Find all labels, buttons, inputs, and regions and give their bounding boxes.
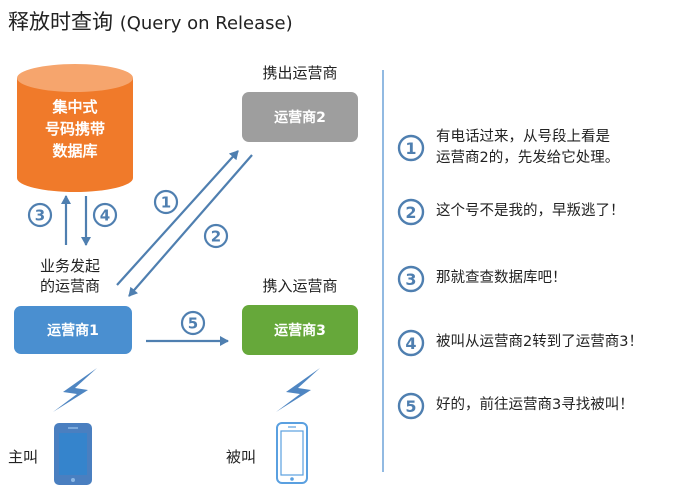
step-circle-3: 3 [397,265,425,293]
svg-text:4: 4 [405,334,416,353]
title-en: (Query on Release) [119,13,293,34]
callee-phone-icon [276,422,308,484]
arrow-number-4: 4 [92,202,118,228]
lightning-icon-caller [53,368,97,412]
recipient-caption-text: 携入运营商 [262,277,338,295]
arrow-number-3: 3 [27,202,53,228]
svg-text:1: 1 [161,194,171,212]
caller-label: 主叫 [8,447,38,467]
carrier-1-box: 运营商1 [14,306,132,354]
arrow-number-1: 1 [153,189,179,215]
database-label: 集中式 号码携带 数据库 [17,96,133,162]
callee-label: 被叫 [226,447,256,467]
step-circle-1: 1 [397,134,425,162]
svg-text:5: 5 [405,397,416,416]
originating-carrier-caption: 业务发起 的运营商 [10,256,130,296]
donor-caption-text: 携出运营商 [262,64,338,82]
step-text-3: 那就查查数据库吧！ [436,268,696,289]
svg-text:3: 3 [35,207,45,225]
svg-text:3: 3 [405,270,416,289]
recipient-carrier-caption: 携入运营商 [240,276,360,296]
svg-text:1: 1 [405,139,416,158]
arrow-2 [128,154,253,297]
donor-carrier-caption: 携出运营商 [240,63,360,83]
arrow-1 [116,150,239,286]
svg-text:4: 4 [100,207,110,225]
step-circle-5: 5 [397,392,425,420]
step-text-4: 被叫从运营商2转到了运营商3！ [436,332,698,353]
carrier-2-label: 运营商2 [274,110,326,126]
svg-text:2: 2 [211,228,221,246]
svg-text:5: 5 [188,315,198,333]
step-4-line-1: 被叫从运营商2转到了运营商3！ [436,334,643,350]
carrier-1-label: 运营商1 [47,323,99,339]
page-title: 释放时查询 (Query on Release) [8,6,293,36]
database-cylinder [17,64,133,192]
step-text-5: 好的，前往运营商3寻找被叫！ [436,395,696,416]
originating-caption-line-2: 的运营商 [39,277,100,295]
database-label-line-1: 集中式 [52,98,98,116]
step-1-line-2: 运营商2的，先发给它处理。 [436,150,620,166]
step-2-line-1: 这个号不是我的，早叛逃了！ [436,203,625,219]
originating-caption-line-1: 业务发起 [39,257,100,275]
database-label-line-2: 号码携带 [44,120,105,138]
step-text-2: 这个号不是我的，早叛逃了！ [436,201,696,222]
arrow-number-2: 2 [203,223,229,249]
step-1-line-1: 有电话过来，从号段上看是 [436,129,610,145]
step-5-line-1: 好的，前往运营商3寻找被叫！ [436,397,634,413]
step-circle-4: 4 [397,329,425,357]
step-text-1: 有电话过来，从号段上看是 运营商2的，先发给它处理。 [436,127,696,169]
arrow-number-5: 5 [180,310,206,336]
carrier-2-box: 运营商2 [242,92,358,142]
step-3-line-1: 那就查查数据库吧！ [436,270,567,286]
title-cn: 释放时查询 [8,10,113,34]
carrier-3-box: 运营商3 [242,305,358,355]
carrier-3-label: 运营商3 [274,323,326,339]
database-label-line-3: 数据库 [52,142,98,160]
svg-text:2: 2 [405,203,416,222]
caller-label-text: 主叫 [8,448,39,466]
lightning-icon-callee [276,368,320,412]
callee-label-text: 被叫 [226,448,257,466]
caller-phone-icon [54,423,92,485]
step-circle-2: 2 [397,198,425,226]
